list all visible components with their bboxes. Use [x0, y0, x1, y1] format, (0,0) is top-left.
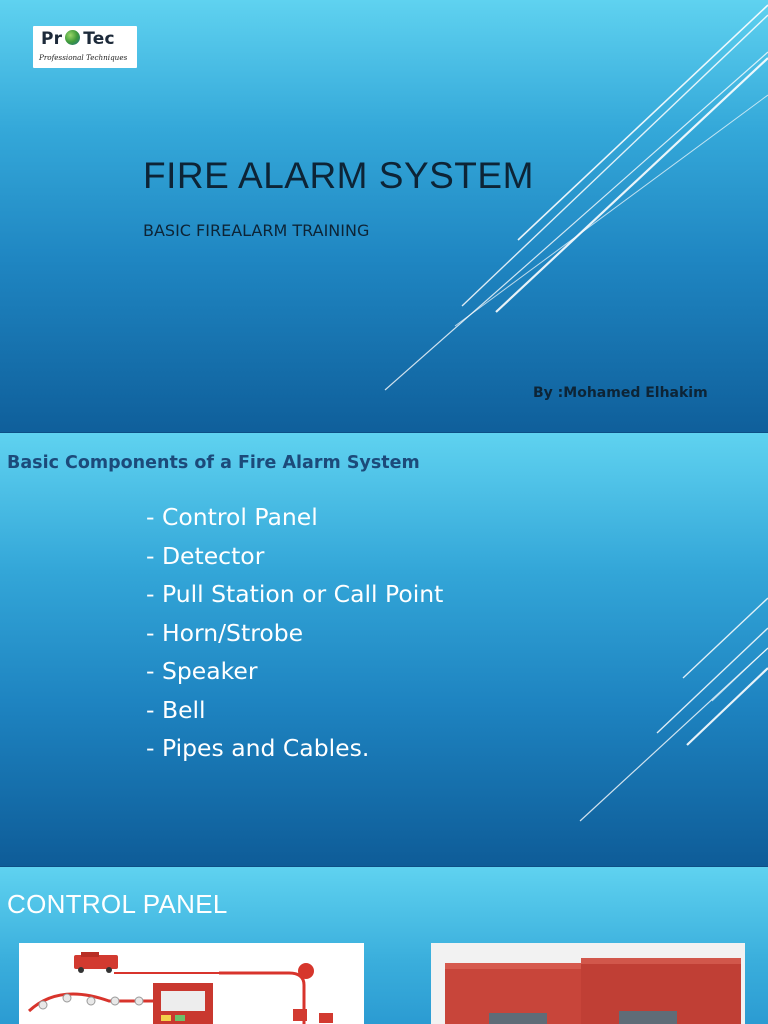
control-panel-slide: CONTROL PANEL	[0, 867, 768, 1024]
bell-icon	[298, 963, 314, 979]
logo-brand-right: Tec	[83, 29, 115, 49]
list-item: - Horn/Strobe	[146, 618, 304, 647]
deco-line-3	[495, 57, 768, 313]
logo-wordmark: Pr Tec	[41, 29, 115, 49]
deco-line-1	[682, 597, 768, 679]
detector-icon	[110, 996, 120, 1006]
deco-line-4	[454, 94, 768, 327]
decorative-diagonal-lines	[384, 4, 768, 391]
slide-title: FIRE ALARM SYSTEM	[143, 155, 534, 196]
components-slide: Basic Components of a Fire Alarm System …	[0, 433, 768, 866]
deco-line-5	[579, 647, 768, 822]
detector-icon	[134, 996, 144, 1006]
logo-tagline: Professional Techniques	[39, 53, 128, 62]
globe-icon	[65, 30, 81, 45]
deco-line-5	[384, 51, 768, 391]
deco-line-1	[517, 4, 768, 241]
decorative-diagonal-lines	[579, 597, 768, 822]
fire-truck-icon	[74, 955, 118, 969]
list-item: - Speaker	[146, 657, 258, 685]
detector-icon	[86, 996, 96, 1006]
control-panel-drawing	[431, 943, 745, 1024]
components-list: - Control Panel - Detector - Pull Statio…	[146, 501, 443, 771]
deco-line-2	[461, 14, 768, 307]
logo-brand-left: Pr	[41, 29, 63, 49]
pull-station-icon	[293, 1009, 307, 1021]
protec-logo: Pr Tec Professional Techniques	[33, 26, 137, 68]
control-panel-heading: CONTROL PANEL	[7, 889, 228, 919]
title-slide: Pr Tec Professional Techniques FIRE ALARM…	[0, 0, 768, 432]
list-item: - Detector	[146, 541, 265, 570]
panel-display-right	[619, 1011, 677, 1024]
deco-line-3	[686, 667, 768, 746]
list-item: - Bell	[146, 695, 206, 724]
red-branch-wire	[219, 971, 306, 1024]
fire-alarm-system-diagram	[19, 943, 364, 1024]
deco-line-2	[656, 627, 768, 734]
slide-subtitle: BASIC FIREALARM TRAINING	[143, 221, 370, 240]
system-diagram-drawing	[27, 952, 333, 1024]
panel-display-left	[489, 1013, 547, 1024]
author-credit: By :Mohamed Elhakim	[533, 385, 708, 401]
pull-station-icon	[319, 1013, 333, 1023]
list-item: - Control Panel	[146, 503, 318, 531]
detector-icon	[38, 1000, 48, 1010]
list-item: - Pipes and Cables.	[146, 734, 370, 762]
control-panel-photo	[431, 943, 745, 1024]
components-heading: Basic Components of a Fire Alarm System	[7, 453, 420, 473]
detector-icon	[62, 993, 72, 1003]
list-item: - Pull Station or Call Point	[146, 580, 444, 608]
